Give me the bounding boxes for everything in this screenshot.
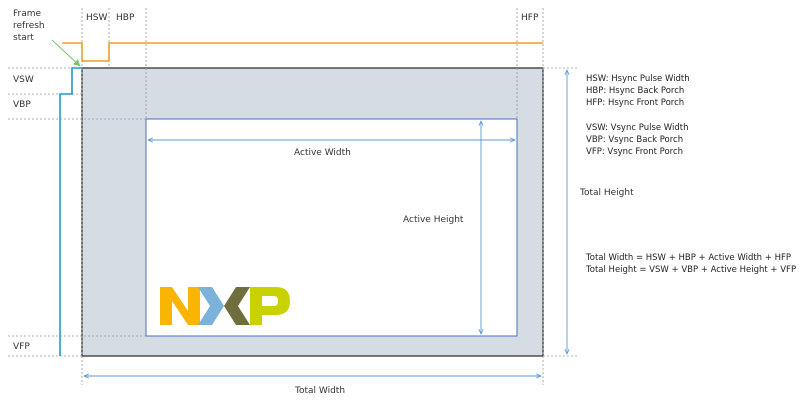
legend-horizontal: HSW: Hsync Pulse Width HBP: Hsync Back P…: [586, 73, 690, 109]
frame-refresh-line-2: refresh: [13, 21, 45, 31]
vsync-waveform: [59, 67, 82, 356]
total-width-label: Total Width: [295, 386, 346, 396]
legend-vfp: VFP: Vsync Front Porch: [586, 147, 684, 157]
formula-total-height: Total Height = VSW + VBP + Active Height…: [586, 265, 797, 275]
legend-hbp: HBP: Hsync Back Porch: [586, 86, 685, 96]
hsw-label: HSW: [86, 13, 108, 23]
logo-p: [250, 287, 290, 325]
legend-formulas: Total Width = HSW + HBP + Active Width +…: [586, 252, 796, 276]
active-width-label: Active Width: [294, 148, 351, 158]
vfp-label: VFP: [13, 342, 30, 352]
vbp-label: VBP: [13, 100, 31, 110]
legend-vertical: VSW: Vsync Pulse Width VBP: Vsync Back P…: [586, 122, 689, 158]
frame-refresh-label: Frame refresh start: [13, 8, 45, 44]
formula-total-width: Total Width = HSW + HBP + Active Width +…: [586, 253, 791, 263]
frame-refresh-pointer: [51, 39, 81, 67]
legend-hfp: HFP: Hsync Front Porch: [586, 98, 685, 108]
legend-hsw: HSW: Hsync Pulse Width: [586, 74, 690, 84]
hfp-label: HFP: [521, 13, 539, 23]
frame-refresh-line-1: Frame: [13, 9, 42, 19]
total-height-label: Total Height: [580, 188, 634, 198]
legend-vsw: VSW: Vsync Pulse Width: [586, 123, 689, 133]
logo-x-right: [224, 287, 250, 325]
logo-x-left: [198, 287, 224, 325]
active-height-label: Active Height: [403, 215, 464, 225]
vsw-label: VSW: [13, 75, 34, 85]
hbp-label: HBP: [116, 13, 135, 23]
legend-vbp: VBP: Vsync Back Porch: [586, 135, 684, 145]
frame-refresh-line-3: start: [13, 33, 34, 43]
hsync-waveform: [62, 42, 543, 62]
logo-n: [160, 287, 200, 325]
nxp-logo: [158, 283, 294, 329]
